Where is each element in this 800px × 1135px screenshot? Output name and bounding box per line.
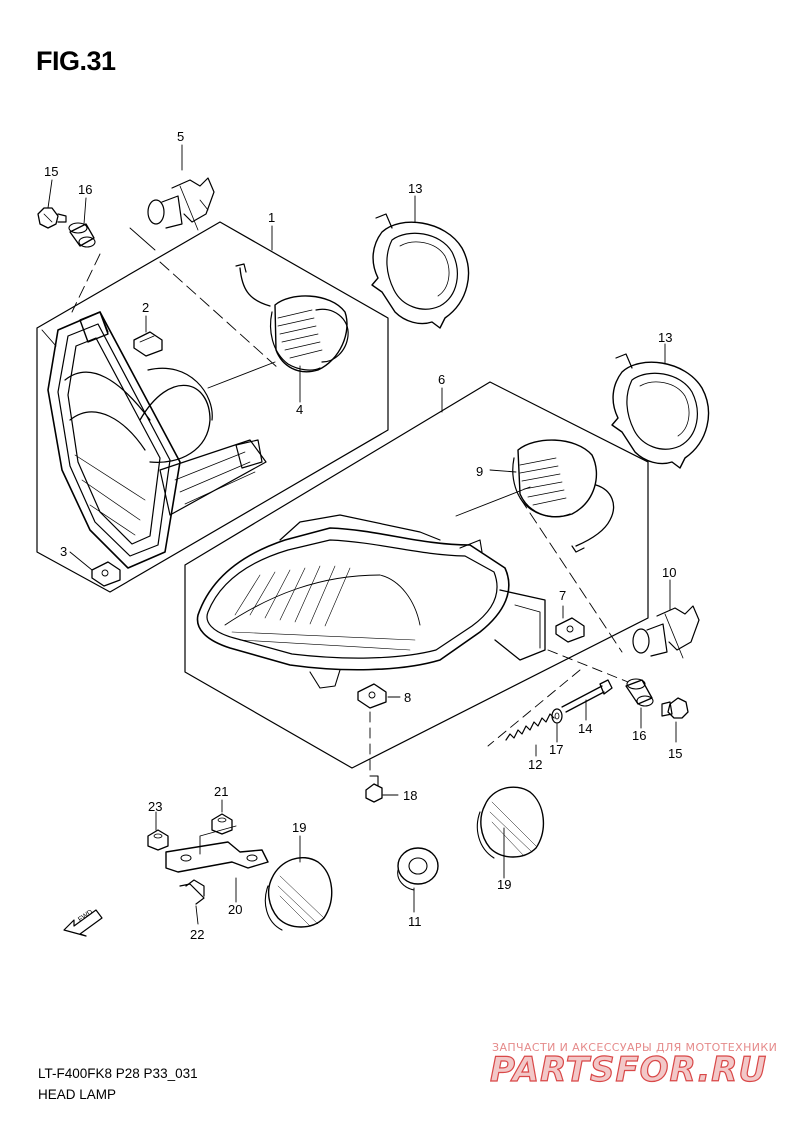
clip-8 [357, 683, 387, 709]
washer-17 [551, 708, 563, 724]
callout-18: 18 [403, 788, 417, 803]
callout-5: 5 [177, 129, 184, 144]
callout-10: 10 [662, 565, 676, 580]
callout-15-upper: 15 [44, 164, 58, 179]
bolt-18 [365, 775, 383, 803]
forward-arrow-icon: FWD [63, 909, 103, 937]
callout-19-upper: 19 [497, 877, 511, 892]
bolt-15-lower [661, 697, 689, 719]
callout-8: 8 [404, 690, 411, 705]
retaining-ring-13-upper [371, 213, 470, 329]
callout-13-upper: 13 [408, 181, 422, 196]
callout-2: 2 [142, 300, 149, 315]
callout-20: 20 [228, 902, 242, 917]
spring-12 [505, 713, 555, 741]
figure-title: FIG.31 [36, 46, 116, 76]
assembly-frame-1 [36, 221, 389, 593]
bolt-15-upper [37, 207, 67, 229]
callout-9: 9 [476, 464, 483, 479]
callout-11: 11 [408, 914, 422, 929]
reflector-19-left [264, 857, 333, 931]
callout-6: 6 [438, 372, 445, 387]
bracket-20 [165, 841, 269, 873]
leader-lines [41, 144, 677, 925]
callout-16-upper: 16 [78, 182, 92, 197]
assembly-frame-6 [184, 381, 649, 769]
bulb-5 [147, 177, 215, 231]
headlamp-housing-6 [196, 514, 546, 689]
callout-21: 21 [214, 784, 228, 799]
clip-3 [91, 561, 121, 587]
adjusting-screw-14 [561, 679, 613, 713]
callout-13-lower: 13 [658, 330, 672, 345]
clip-2 [133, 331, 163, 357]
callout-labels: 1 2 3 4 5 6 7 8 9 10 11 12 13 13 14 15 1… [44, 129, 682, 942]
watermark-subtitle: ЗАПЧАСТИ И АКСЕССУАРЫ ДЛЯ МОТОТЕХНИКИ [492, 1041, 778, 1054]
grommet-16-lower [625, 678, 654, 707]
headlamp-housing-1 [47, 311, 267, 569]
bulb-10 [632, 605, 700, 659]
callout-15-lower: 15 [668, 746, 682, 761]
nut-21 [211, 813, 233, 835]
grommet-16-upper [68, 222, 96, 248]
bulb-socket-4 [235, 263, 349, 373]
callout-17: 17 [549, 742, 563, 757]
model-code: LT-F400FK8 P28 P33_031 [38, 1066, 198, 1081]
callout-4: 4 [296, 402, 303, 417]
callout-23: 23 [148, 799, 162, 814]
callout-7: 7 [559, 588, 566, 603]
reflector-19-right [476, 786, 545, 859]
part-name: HEAD LAMP [38, 1087, 117, 1102]
retaining-ring-13-lower [611, 353, 710, 469]
callout-19-lower: 19 [292, 820, 306, 835]
callout-16-lower: 16 [632, 728, 646, 743]
callout-14: 14 [578, 721, 592, 736]
bulb-socket-9 [512, 439, 615, 553]
nut-23 [147, 829, 169, 851]
callout-3: 3 [60, 544, 67, 559]
callout-12: 12 [528, 757, 542, 772]
clip-7 [555, 617, 585, 643]
callout-22: 22 [190, 927, 204, 942]
grommet-11 [397, 847, 439, 891]
bolt-22 [179, 879, 205, 905]
watermark-logo: PARTSFOR.RU [489, 1049, 768, 1090]
callout-1: 1 [268, 210, 275, 225]
